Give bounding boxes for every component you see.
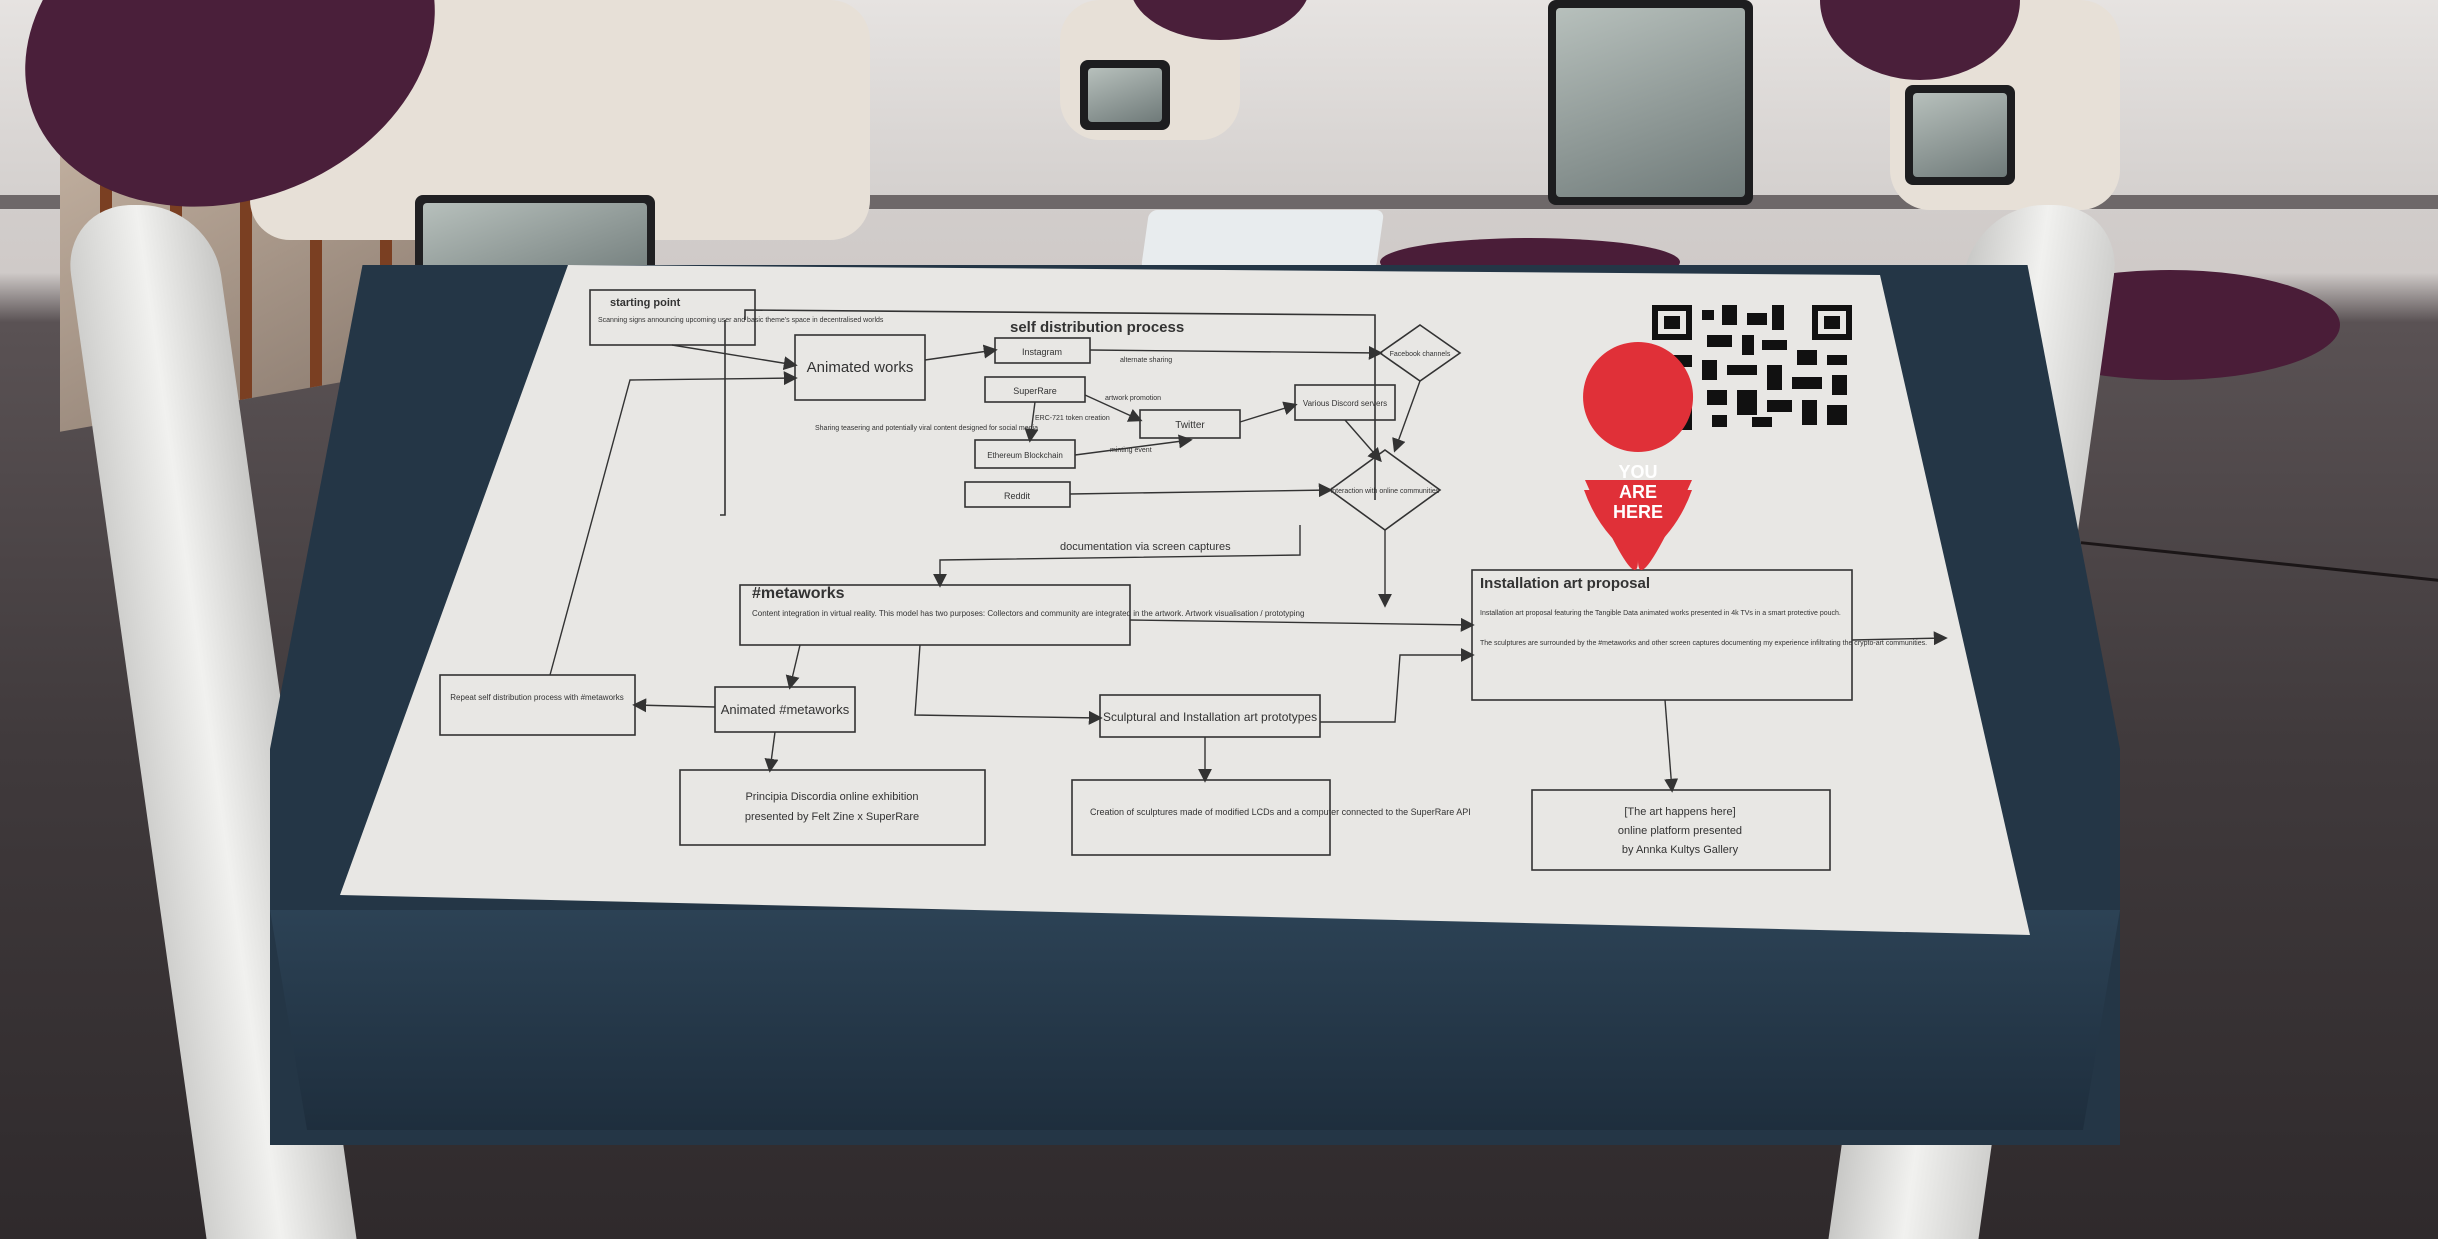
phone-screen bbox=[1548, 0, 1753, 205]
metaworks-body: Content integration in virtual reality. … bbox=[752, 609, 1304, 618]
documentation-label: documentation via screen captures bbox=[1060, 541, 1231, 553]
sculptural-label: Sculptural and Installation art prototyp… bbox=[1103, 710, 1317, 724]
marker-line-1: YOU bbox=[1618, 462, 1657, 482]
reddit-box bbox=[964, 481, 1071, 508]
edge-label-alternate: alternate sharing bbox=[1120, 357, 1172, 364]
superrare-label: SuperRare bbox=[1013, 386, 1057, 396]
principia-line1: Principia Discordia online exhibition bbox=[745, 791, 918, 803]
installation-title: Installation art proposal bbox=[1480, 575, 1650, 592]
twitter-label: Twitter bbox=[1175, 420, 1205, 431]
instagram-label: Instagram bbox=[1022, 347, 1062, 357]
installation-box bbox=[1471, 569, 1853, 701]
art-happens-box bbox=[1531, 789, 1831, 871]
art-happens-line2: online platform presented bbox=[1618, 825, 1742, 837]
animated-works-label: Animated works bbox=[807, 359, 914, 376]
metaworks-title: #metaworks bbox=[752, 585, 845, 602]
facebook-label: Facebook channels bbox=[1390, 351, 1451, 358]
reddit-label: Reddit bbox=[1004, 491, 1031, 501]
animated-metaworks-label: Animated #metaworks bbox=[721, 702, 850, 717]
you-are-here-marker-icon: YOU ARE HERE bbox=[1583, 342, 1694, 570]
table-front-panel bbox=[270, 910, 2120, 1130]
marker-line-3: HERE bbox=[1613, 502, 1663, 522]
starting-point-title: starting point bbox=[610, 297, 681, 309]
marker-line-2: ARE bbox=[1619, 482, 1657, 502]
erc-note: ERC-721 token creation bbox=[1035, 415, 1110, 422]
starting-point-body: Scanning signs announcing upcoming user … bbox=[598, 317, 884, 324]
edge-label-minting: minting event bbox=[1110, 447, 1152, 454]
discord-label: Various Discord servers bbox=[1303, 399, 1387, 408]
self-distribution-frame bbox=[744, 309, 1376, 500]
installation-body2: The sculptures are surrounded by the #me… bbox=[1480, 640, 1927, 647]
ethereum-label: Ethereum Blockchain bbox=[987, 451, 1063, 460]
animated-metaworks-box bbox=[714, 686, 856, 733]
principia-line2: presented by Felt Zine x SuperRare bbox=[745, 811, 919, 823]
sculptures-label: Creation of sculptures made of modified … bbox=[1090, 807, 1471, 817]
installation-body1: Installation art proposal featuring the … bbox=[1480, 610, 1841, 617]
lcd-screen-left bbox=[1080, 60, 1170, 130]
sharing-note: Sharing teasering and potentially viral … bbox=[815, 425, 1038, 432]
art-happens-line1: [The art happens here] bbox=[1624, 806, 1735, 818]
art-happens-line3: by Annka Kultys Gallery bbox=[1622, 844, 1739, 856]
repeat-label: Repeat self distribution process with #m… bbox=[450, 693, 623, 702]
lcd-screen-right bbox=[1905, 85, 2015, 185]
edge-label-promotion: artwork promotion bbox=[1105, 395, 1161, 402]
self-distribution-title: self distribution process bbox=[1010, 319, 1184, 336]
interaction-label: interaction with online communities bbox=[1331, 488, 1440, 495]
principia-box bbox=[679, 769, 986, 846]
